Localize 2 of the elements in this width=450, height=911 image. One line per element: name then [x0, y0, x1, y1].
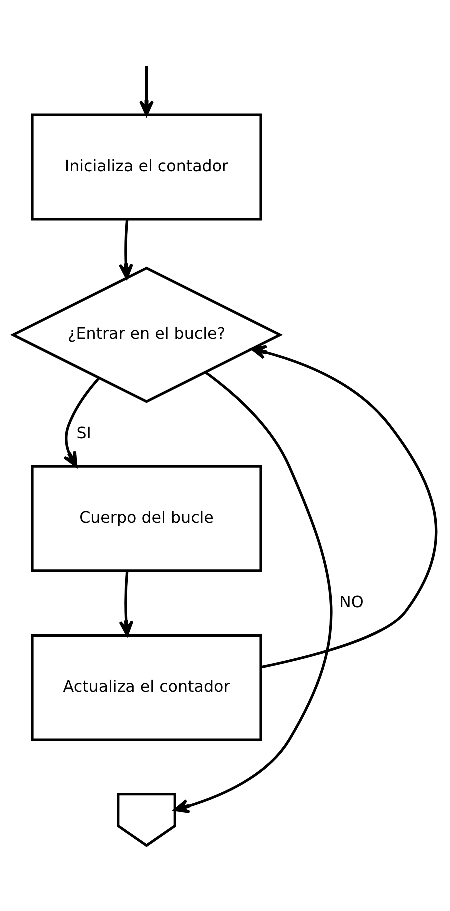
edge-label: NO: [339, 592, 364, 612]
edge-label: SI: [76, 423, 92, 442]
